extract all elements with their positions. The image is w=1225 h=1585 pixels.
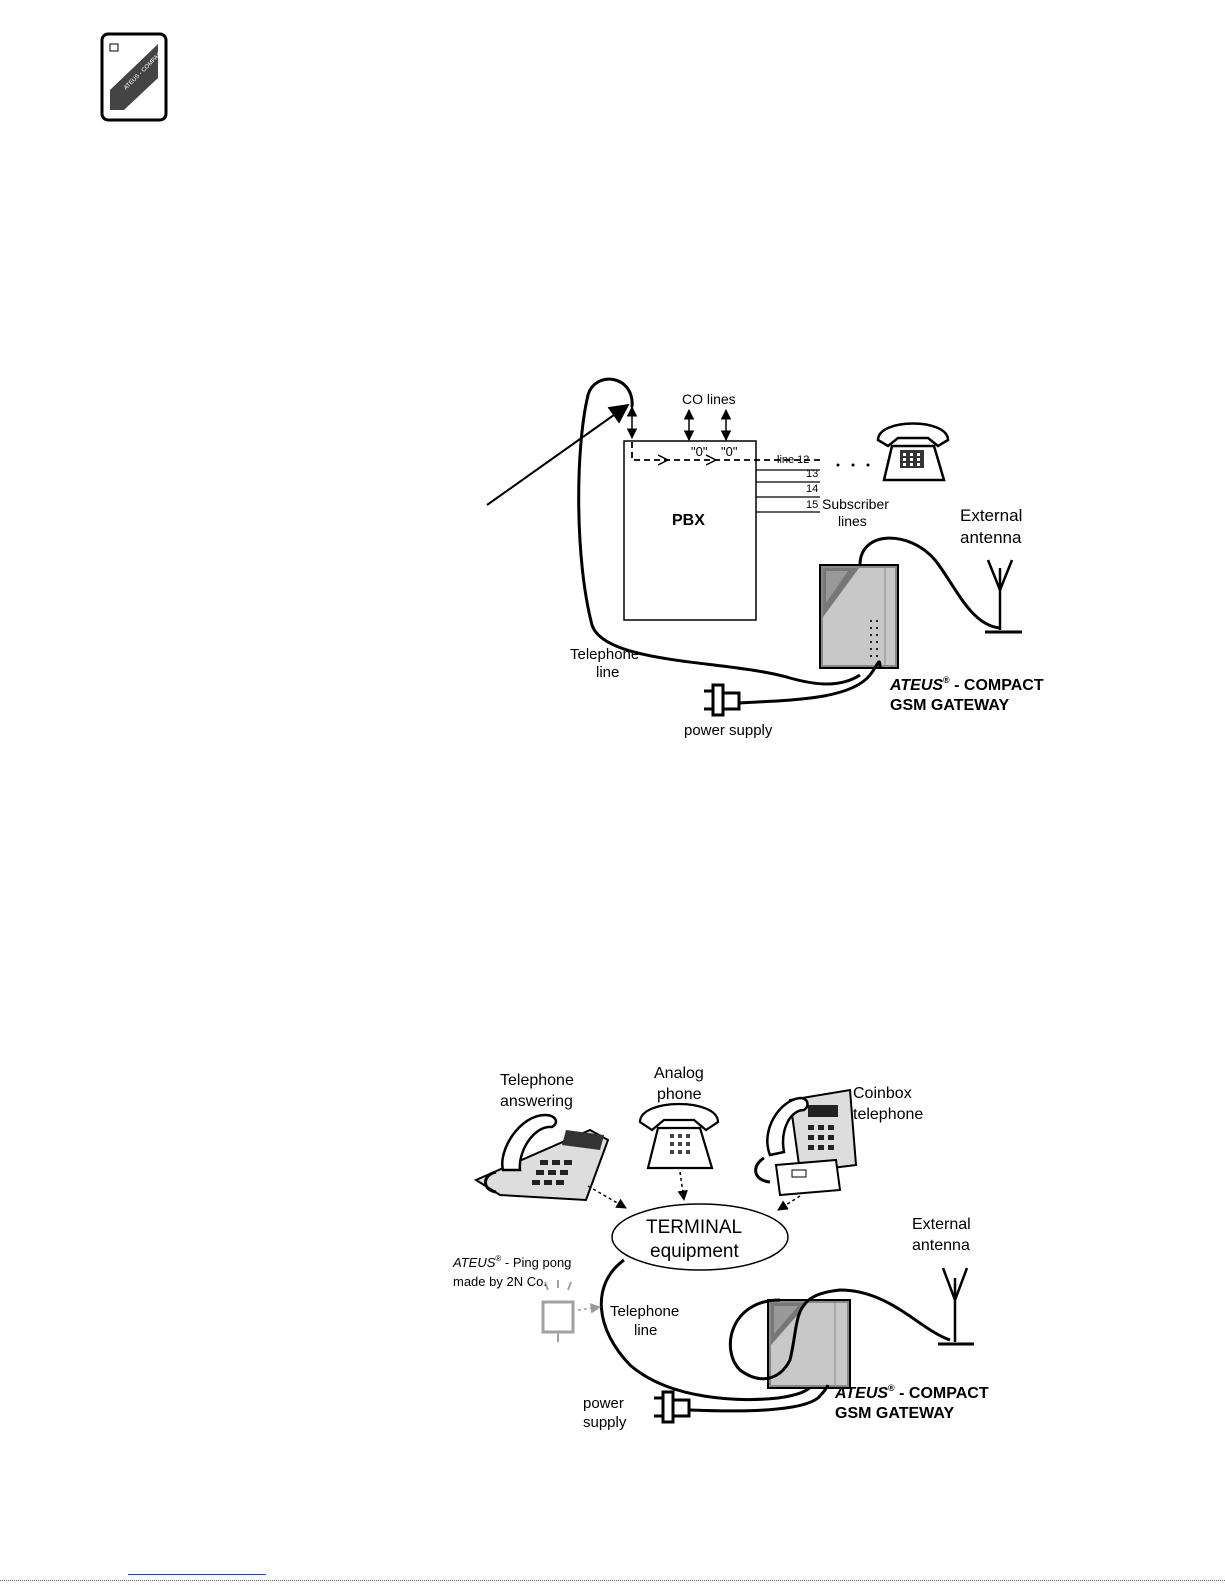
telephone-line-label-1: Telephone: [570, 646, 639, 663]
line-15-label: 15: [806, 499, 818, 511]
telephone-line-2-label-1: Telephone: [610, 1303, 679, 1320]
power-supply-label: power supply: [684, 722, 773, 739]
coinbox-label-1: Coinbox: [853, 1085, 912, 1102]
pbx-label: PBX: [672, 512, 705, 529]
antenna-cable: [858, 536, 1001, 630]
analog-label-2: phone: [657, 1086, 702, 1103]
dashed-route-line: [631, 440, 820, 461]
answering-label-1: Telephone: [500, 1072, 574, 1089]
telephone-line-cable: [577, 377, 861, 686]
external-antenna-2-label-1: External: [912, 1216, 971, 1233]
external-antenna-label-2: antenna: [960, 528, 1022, 547]
footer-link-underline[interactable]: [128, 1574, 266, 1575]
external-antenna-2-label-2: antenna: [912, 1237, 970, 1254]
external-antenna-icon-2: [938, 1267, 974, 1346]
co-lines-label: CO lines: [682, 391, 736, 407]
subscriber-label-1: Subscriber: [822, 496, 889, 512]
telephone-line-2-label-2: line: [634, 1322, 657, 1339]
line-13-label: 13: [806, 468, 818, 480]
answering-machine-icon: [473, 1113, 610, 1202]
coinbox-telephone-icon: [754, 1088, 858, 1197]
answering-label-2: answering: [500, 1093, 573, 1110]
antenna-cable-2: [728, 1288, 951, 1381]
power-cable-2: [689, 1384, 830, 1413]
telephone-line-label-2: line: [596, 664, 619, 681]
terminal-label-1: TERMINAL: [646, 1217, 742, 1238]
analog-label-1: Analog: [654, 1065, 704, 1082]
external-antenna-label-1: External: [960, 506, 1022, 525]
line-12-label: line 12: [777, 454, 809, 466]
subscriber-label-2: lines: [838, 513, 867, 529]
analog-phone-icon: [638, 1102, 720, 1170]
power-plug-icon: [704, 683, 741, 717]
power-supply-2-label-2: supply: [583, 1414, 627, 1431]
gateway-2-label-line1: ATEUS® - COMPACT: [834, 1383, 989, 1402]
pbx-box: [623, 440, 757, 621]
terminal-equipment-ellipse: [611, 1203, 789, 1271]
desk-telephone-icon: [876, 422, 950, 482]
terminal-label-2: equipment: [650, 1241, 739, 1262]
gsm-gateway-device-icon: [819, 564, 899, 669]
ateus-compact-manual-logo-icon: ATEUS - COMPACT: [100, 32, 168, 122]
power-supply-2-label-1: power: [583, 1395, 624, 1412]
coinbox-label-2: telephone: [853, 1106, 923, 1123]
ping-pong-device-icon: [541, 1280, 575, 1342]
diagram-pbx-connection: CO lines "0" "0" PBX line 12 13 14 15 Su…: [486, 377, 1044, 739]
zero-label-2: "0": [721, 444, 738, 459]
pointer-arrow: [486, 403, 630, 506]
gsm-gateway-device-icon-2: [767, 1299, 851, 1389]
line-14-label: 14: [806, 483, 818, 495]
gateway-label-line2: GSM GATEWAY: [890, 697, 1009, 714]
diagram-terminal-connection: Telephone answering Analog phone Coinbox…: [452, 1065, 989, 1431]
gateway-2-label-line2: GSM GATEWAY: [835, 1405, 954, 1422]
ping-pong-label-1: ATEUS® - Ping pong: [452, 1254, 571, 1270]
power-plug-icon-2: [654, 1390, 691, 1424]
footer-divider: [0, 1580, 1225, 1581]
gateway-label-line1: ATEUS® - COMPACT: [889, 675, 1044, 694]
power-cable: [737, 660, 882, 705]
zero-label-1: "0": [691, 444, 708, 459]
ping-pong-label-2: made by 2N Co.: [453, 1274, 547, 1289]
external-antenna-icon: [985, 559, 1022, 634]
terminal-to-gateway-cable: [599, 1258, 817, 1401]
